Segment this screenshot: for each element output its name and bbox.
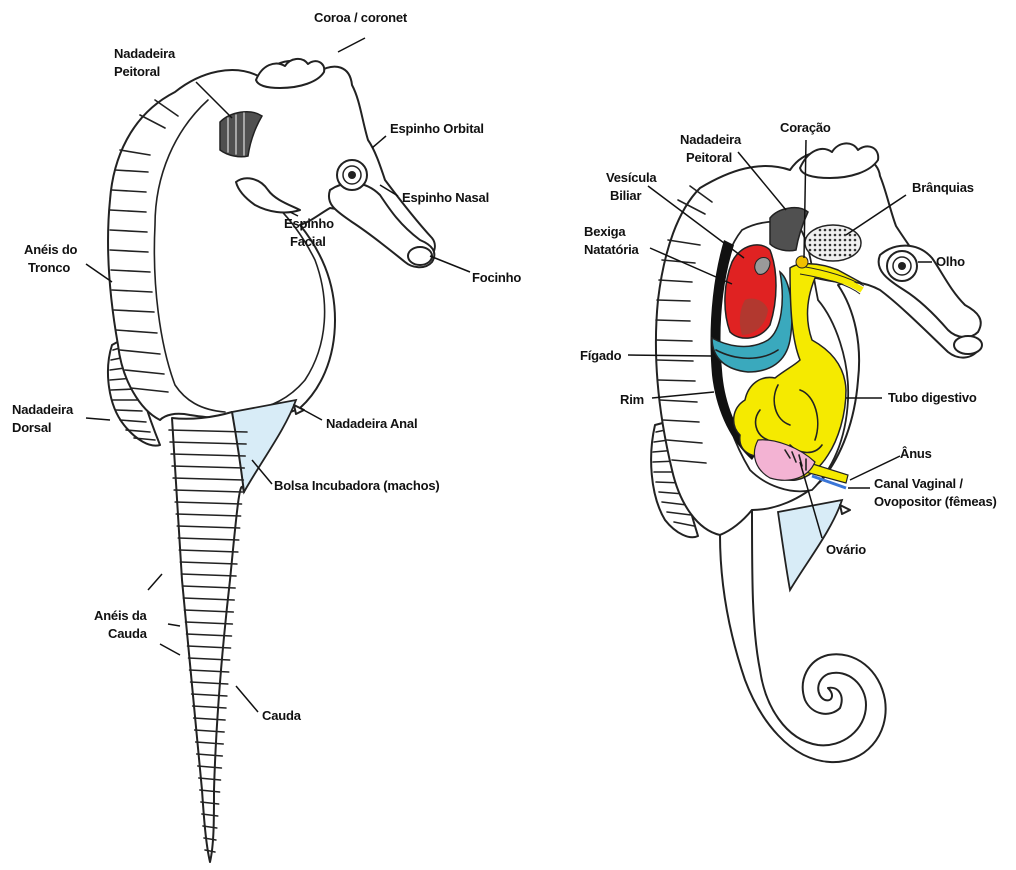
gill-dot [839, 234, 842, 237]
label-anus: Ânus [900, 446, 932, 461]
gill-dot [814, 244, 817, 247]
gill-dot [839, 229, 842, 232]
external-seahorse [108, 59, 435, 862]
internal-snout-tip [954, 336, 982, 354]
label-aneis-cauda-2: Cauda [108, 626, 148, 641]
label-coroa: Coroa / coronet [314, 10, 408, 25]
label-bolsa: Bolsa Incubadora (machos) [274, 478, 439, 493]
label-olho: Olho [936, 254, 965, 269]
gill-dot [814, 239, 817, 242]
gill-dot [854, 234, 857, 237]
gill-dot [819, 234, 822, 237]
gill-dot [854, 239, 857, 242]
heart [796, 256, 808, 268]
gill-dot [819, 229, 822, 232]
gill-dot [824, 229, 827, 232]
gill-dot [824, 239, 827, 242]
label-cauda: Cauda [262, 708, 302, 723]
label-vesicula-2: Biliar [610, 188, 641, 203]
gill-dot [834, 239, 837, 242]
label-nadadeira-dorsal-2: Dorsal [12, 420, 51, 435]
gill-dot [824, 249, 827, 252]
gill-dot [829, 234, 832, 237]
gill-dot [844, 239, 847, 242]
gill-dot [849, 244, 852, 247]
gill-dot [809, 239, 812, 242]
label-focinho: Focinho [472, 270, 521, 285]
gill-dot [819, 239, 822, 242]
label-vesicula-1: Vesícula [606, 170, 657, 185]
label-bexiga-2: Natatória [584, 242, 640, 257]
gill-dot [829, 254, 832, 257]
external-eye [337, 160, 367, 190]
gill-dot [834, 249, 837, 252]
label-aneis-tronco-2: Tronco [28, 260, 70, 275]
label-figado: Fígado [580, 348, 622, 363]
gill-dot [809, 244, 812, 247]
gill-dot [854, 244, 857, 247]
label-ovario: Ovário [826, 542, 866, 557]
gill-dot [849, 239, 852, 242]
gill-dot [844, 244, 847, 247]
gill-dot [814, 234, 817, 237]
gill-dot [844, 234, 847, 237]
gill-dot [844, 254, 847, 257]
label-nadadeira-peitoral-1: Nadadeira [114, 46, 176, 61]
gill-dot [824, 244, 827, 247]
internal-eye [887, 251, 917, 281]
gill-dot [829, 239, 832, 242]
label-bexiga-1: Bexiga [584, 224, 626, 239]
gill-dot [844, 249, 847, 252]
label-espinho-facial-2: Facial [290, 234, 326, 249]
snout-tip [408, 247, 432, 265]
label-espinho-orbital: Espinho Orbital [390, 121, 484, 136]
gill-dot [849, 249, 852, 252]
gill-dot [829, 244, 832, 247]
gill-dot [839, 254, 842, 257]
gill-dot [854, 249, 857, 252]
label-nadadeira-dorsal-1: Nadadeira [12, 402, 74, 417]
label-coracao: Coração [780, 120, 831, 135]
gill-dot [824, 234, 827, 237]
gill-dot [849, 234, 852, 237]
gill-dot [839, 239, 842, 242]
gill-dot [809, 249, 812, 252]
gill-dot [829, 249, 832, 252]
label-canal-1: Canal Vaginal / [874, 476, 963, 491]
label-nadadeira-anal: Nadadeira Anal [326, 416, 417, 431]
gill-dot [849, 254, 852, 257]
label-branquias: Brânquias [912, 180, 974, 195]
internal-seahorse [651, 143, 982, 762]
gill-dot [834, 234, 837, 237]
label-aneis-cauda-1: Anéis da [94, 608, 148, 623]
gill-dot [844, 229, 847, 232]
gill-dot [834, 229, 837, 232]
tail-ring [205, 850, 215, 852]
gill-dot [819, 244, 822, 247]
label-canal-2: Ovopositor (fêmeas) [874, 494, 997, 509]
label-aneis-tronco-1: Anéis do [24, 242, 78, 257]
label-tubo: Tubo digestivo [888, 390, 977, 405]
gill-dot [824, 254, 827, 257]
label-int-nadadeira-peitoral-2: Peitoral [686, 150, 732, 165]
gill-dot [829, 229, 832, 232]
label-espinho-nasal: Espinho Nasal [402, 190, 489, 205]
label-rim: Rim [620, 392, 644, 407]
internal-anal-fin-tip [840, 505, 850, 514]
label-espinho-facial-1: Espinho [284, 216, 334, 231]
gill-dot [834, 244, 837, 247]
gill-dot [819, 254, 822, 257]
label-nadadeira-peitoral-2: Peitoral [114, 64, 160, 79]
gill-dot [814, 249, 817, 252]
gill-dot [839, 249, 842, 252]
label-int-nadadeira-peitoral-1: Nadadeira [680, 132, 742, 147]
gill-dot [834, 254, 837, 257]
gill-dot [839, 244, 842, 247]
gill-dot [819, 249, 822, 252]
